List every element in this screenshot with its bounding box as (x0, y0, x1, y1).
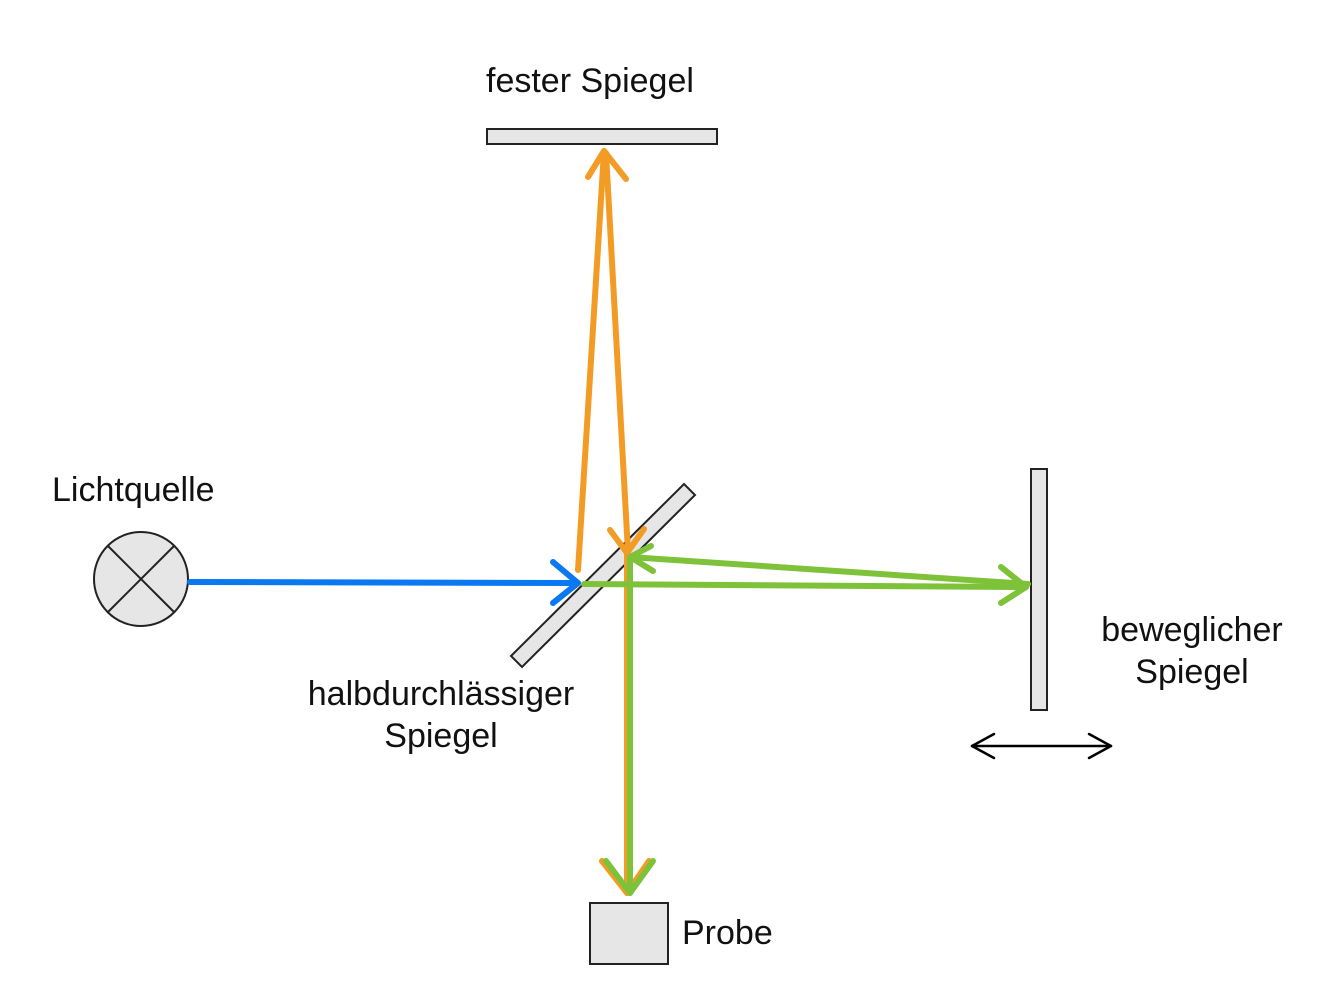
moving-mirror-label-line2: Spiegel (1135, 653, 1249, 691)
beam-splitter-label-line2: Spiegel (384, 717, 498, 755)
moving-mirror-label: beweglicher Spiegel (1087, 609, 1297, 693)
motion-double-arrow (970, 732, 1113, 760)
fixed-arm-beam (575, 148, 652, 896)
beam-splitter-label-line1: halbdurchlässiger (307, 675, 575, 713)
moving-arm-beam (581, 543, 1031, 896)
moving-mirror-label-line1: beweglicher (1101, 611, 1283, 649)
moving-mirror (1030, 468, 1048, 711)
beam-splitter (509, 482, 697, 669)
sample-label: Probe (682, 914, 773, 952)
fixed-mirror-label: fester Spiegel (486, 62, 694, 100)
incident-beam (187, 559, 581, 606)
light-source-label: Lichtquelle (52, 471, 215, 509)
beam-splitter-label: halbdurchlässiger Spiegel (290, 673, 592, 757)
light-source-icon (93, 531, 189, 627)
sample-box (589, 902, 669, 965)
fixed-mirror (486, 128, 718, 145)
